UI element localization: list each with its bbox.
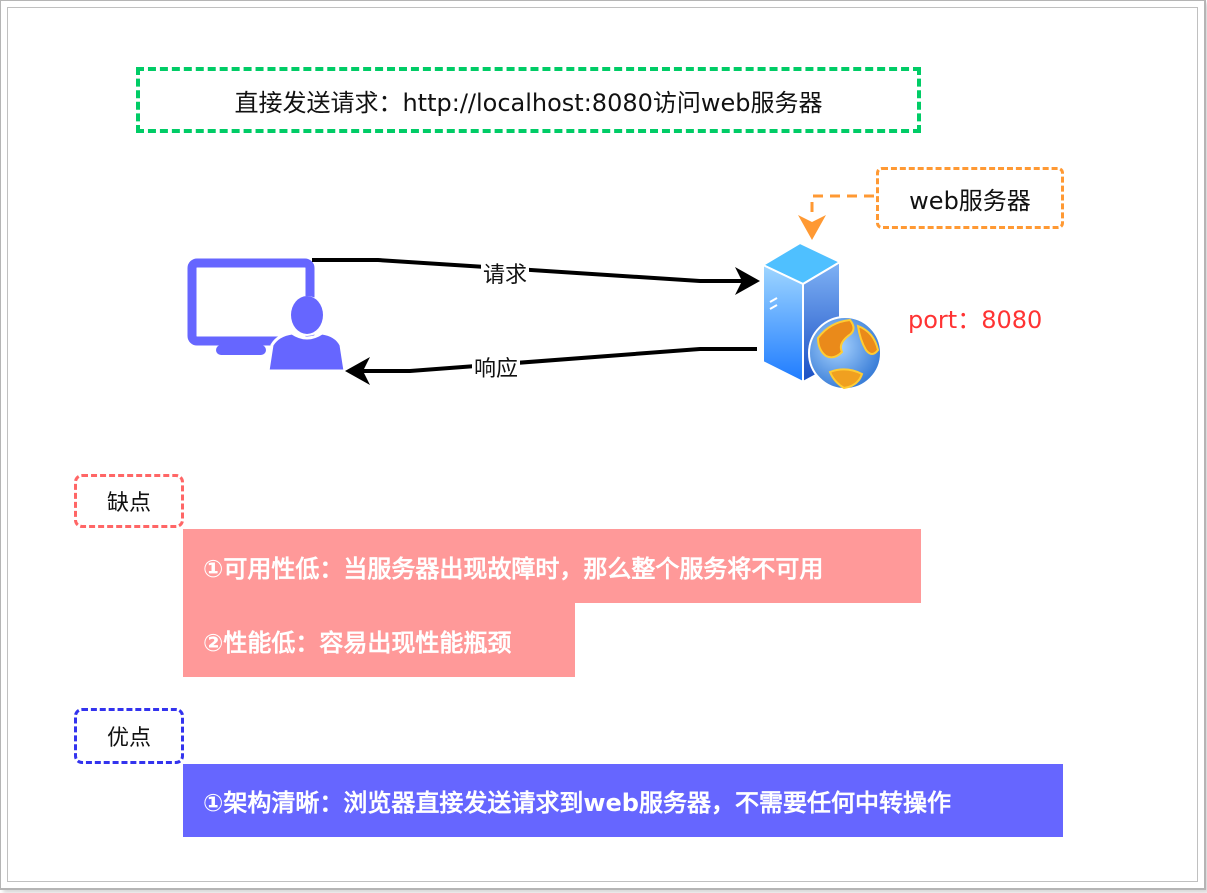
pros-item: ①架构清晰：浏览器直接发送请求到web服务器，不需要任何中转操作: [183, 764, 1063, 837]
title-box: 直接发送请求：http://localhost:8080访问web服务器: [136, 67, 921, 133]
cons-item-text: ①可用性低：当服务器出现故障时，那么整个服务将不可用: [203, 554, 824, 583]
response-label: 响应: [472, 351, 521, 383]
request-label: 请求: [481, 257, 530, 289]
pros-item-text: ①架构清晰：浏览器直接发送请求到web服务器，不需要任何中转操作: [203, 789, 951, 817]
pros-tag: 优点: [74, 708, 184, 764]
user-computer-icon: [187, 258, 347, 373]
port-text: port：8080: [908, 306, 1043, 334]
cons-item-text: ②性能低：容易出现性能瓶颈: [203, 628, 512, 657]
server-label-box: web服务器: [876, 167, 1064, 229]
title-text: 直接发送请求：http://localhost:8080访问web服务器: [234, 88, 823, 117]
response-arrow: [345, 347, 757, 385]
cons-tag: 缺点: [74, 474, 184, 528]
request-arrow: [312, 258, 760, 295]
cons-tag-label: 缺点: [106, 491, 151, 516]
pros-tag-label: 优点: [106, 726, 151, 751]
server-label-connector: [798, 194, 874, 240]
server-globe-icon: [760, 241, 882, 390]
cons-item: ②性能低：容易出现性能瓶颈: [183, 603, 575, 677]
diagram-canvas: [7, 7, 1198, 882]
server-label: web服务器: [909, 186, 1031, 215]
cons-item: ①可用性低：当服务器出现故障时，那么整个服务将不可用: [183, 529, 921, 603]
